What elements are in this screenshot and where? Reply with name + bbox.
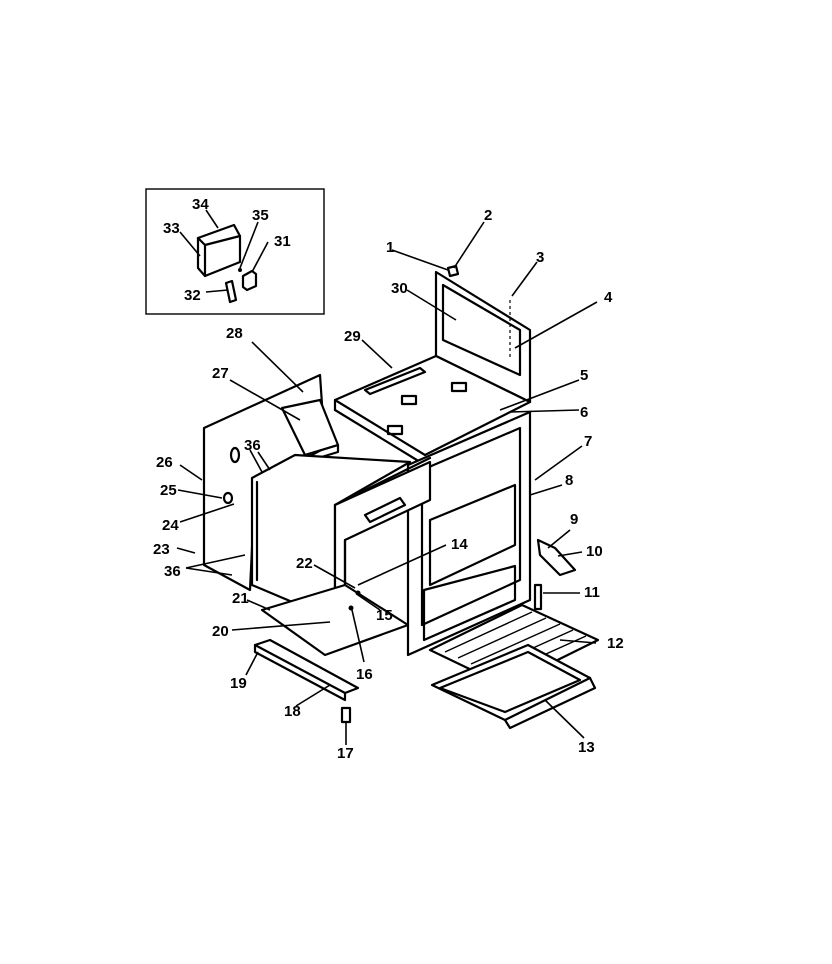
callout-36-bottom: 36 <box>164 563 181 580</box>
callout-5: 5 <box>580 367 588 384</box>
callout-12: 12 <box>607 635 624 652</box>
callout-9: 9 <box>570 511 578 528</box>
callout-6: 6 <box>580 404 588 421</box>
callout-19: 19 <box>230 675 247 692</box>
kick-plate <box>253 638 360 702</box>
callout-29: 29 <box>344 328 361 345</box>
callout-24: 24 <box>162 517 179 534</box>
callout-26: 26 <box>156 454 173 471</box>
callout-1: 1 <box>386 239 394 256</box>
callout-7: 7 <box>584 433 592 450</box>
callout-18: 18 <box>284 703 301 720</box>
leveling-leg <box>340 706 352 724</box>
oven-liner <box>250 453 432 622</box>
right-side-panel <box>406 410 532 657</box>
callout-25: 25 <box>160 482 177 499</box>
callout-13: 13 <box>578 739 595 756</box>
callout-labels: 1 2 3 4 5 6 7 8 9 10 11 12 13 14 15 16 1… <box>153 196 624 762</box>
callout-31: 31 <box>274 233 291 250</box>
callout-35: 35 <box>252 207 269 224</box>
callout-10: 10 <box>586 543 603 560</box>
callout-21: 21 <box>232 590 249 607</box>
callout-14: 14 <box>451 536 468 553</box>
inset-detail <box>145 188 325 315</box>
callout-17: 17 <box>337 745 354 762</box>
callout-36-top: 36 <box>244 437 261 454</box>
callout-15: 15 <box>376 607 393 624</box>
callout-8: 8 <box>565 472 573 489</box>
callout-4: 4 <box>604 289 613 306</box>
oven-bottom <box>260 583 410 657</box>
callout-32: 32 <box>184 287 201 304</box>
callout-34: 34 <box>192 196 209 213</box>
callout-20: 20 <box>212 623 229 640</box>
inset-frame <box>145 188 325 315</box>
callout-11: 11 <box>584 584 600 601</box>
callout-16: 16 <box>356 666 373 683</box>
callout-22: 22 <box>296 555 313 572</box>
callout-33: 33 <box>163 220 180 237</box>
callout-23: 23 <box>153 541 170 558</box>
callout-28: 28 <box>226 325 243 342</box>
leader-lines <box>176 209 598 745</box>
callout-3: 3 <box>536 249 544 266</box>
callout-2: 2 <box>484 207 492 224</box>
callout-27: 27 <box>212 365 229 382</box>
hinge-parts <box>533 538 577 611</box>
callout-30: 30 <box>391 280 408 297</box>
back-panel <box>434 264 532 404</box>
